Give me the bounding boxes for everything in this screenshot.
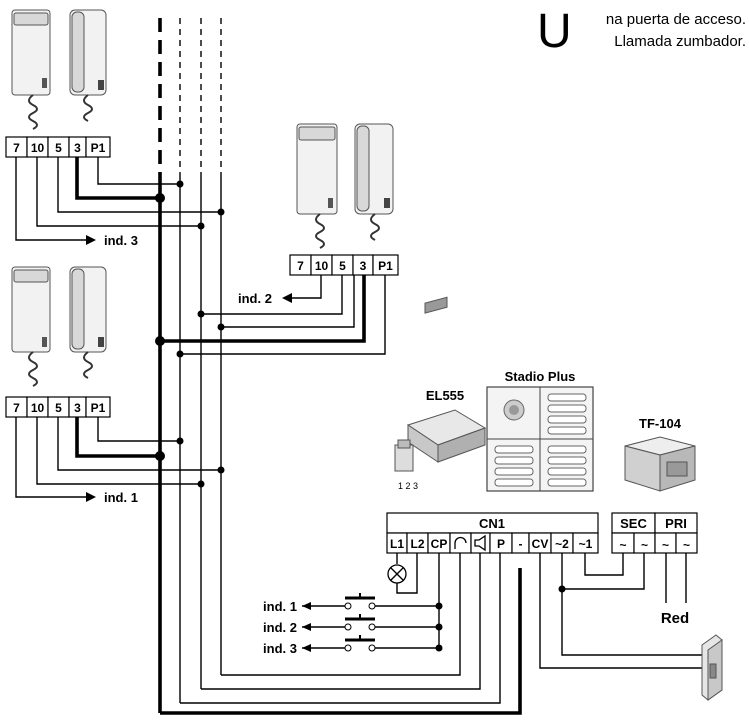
transformer-terminal-label: ~ [683, 538, 690, 552]
terminal-label: 7 [13, 401, 20, 415]
transformer-pri-label: PRI [665, 516, 687, 531]
arrow-label-ind-1: ind. 1 [104, 490, 138, 505]
stadio-plus-panel: Stadio Plus [486, 369, 594, 492]
camera-speaker-icon [503, 399, 525, 421]
cn1-title: CN1 [479, 516, 505, 531]
arrow-label-ind-3: ind. 3 [104, 233, 138, 248]
terminal-label: 7 [297, 259, 304, 273]
terminal-label: 10 [315, 259, 329, 273]
transformer-sec-label: SEC [620, 516, 647, 531]
terminal-label: 3 [360, 259, 367, 273]
monitor-unit-top-left: 7 10 5 3 P1 ind. 3 [5, 9, 221, 248]
handset-phone-icon [354, 123, 394, 241]
terminal-label: 3 [74, 141, 81, 155]
arrow-label-ind-2: ind. 2 [238, 291, 272, 306]
tf104-label: TF-104 [639, 416, 682, 431]
bus-to-cn1 [160, 553, 522, 715]
el555-audio-module: EL555 1 2 3 [394, 296, 487, 491]
heading-line-1: na puerta de acceso. [606, 11, 746, 28]
mains-label: Red [661, 610, 689, 627]
handset-phone-icon [69, 9, 107, 122]
terminal-label: 10 [31, 401, 45, 415]
loudspeaker-icon [474, 534, 486, 552]
lamp-icon [387, 564, 407, 584]
tf104-transformer: TF-104 [624, 416, 696, 492]
terminal-label: P1 [378, 259, 393, 273]
video-monitor-icon [11, 9, 51, 130]
door-lock-icon [701, 634, 723, 701]
microphone-icon [454, 536, 467, 549]
video-monitor-icon [296, 123, 338, 249]
lamp-circuit [387, 553, 418, 594]
push-button-icon [344, 635, 376, 652]
cn1-terminal-label: CP [431, 537, 448, 551]
cn1-terminal-label: CV [532, 537, 549, 551]
call-push-buttons: ind. 1 ind. 2 ind. 3 [263, 553, 443, 656]
terminal-label: 5 [55, 401, 62, 415]
terminal-strip: 7 10 5 3 P1 [5, 136, 111, 158]
terminal-strip: 7 10 5 3 P1 [289, 254, 399, 276]
power-wiring [539, 553, 702, 669]
bus-risers [158, 18, 222, 713]
push-button-icon [344, 593, 376, 610]
transformer-terminal-block: SEC PRI ~ ~ ~ ~ Red [611, 512, 698, 627]
button-label-ind-3: ind. 3 [263, 641, 297, 656]
cn1-terminal-label: ~2 [555, 537, 569, 551]
monitor-unit-middle-right: 7 10 5 3 P1 ind. 2 [160, 123, 399, 355]
cn1-terminal-label: - [519, 537, 523, 551]
button-label-ind-2: ind. 2 [263, 620, 297, 635]
transformer-terminal-label: ~ [619, 538, 626, 552]
terminal-label: 10 [31, 141, 45, 155]
transformer-terminal-label: ~ [641, 538, 648, 552]
cn1-terminal-label: L2 [410, 537, 424, 551]
el555-pin-labels: 1 2 3 [398, 481, 418, 491]
cn1-terminal-label: L1 [390, 537, 404, 551]
heading-line-2: Llamada zumbador. [614, 33, 746, 50]
junction-dots [155, 180, 225, 488]
cn1-terminals: L1 L2 CP P - CV ~2 ~1 [386, 532, 599, 554]
handset-phone-icon [69, 266, 107, 379]
button-label-ind-1: ind. 1 [263, 599, 297, 614]
terminal-label: P1 [91, 141, 106, 155]
cn1-terminal-label: ~1 [579, 537, 593, 551]
cn1-terminal-label: P [497, 537, 505, 551]
terminal-label: 5 [55, 141, 62, 155]
terminal-label: 7 [13, 141, 20, 155]
cn1-connector: CN1 L1 L2 CP P - CV ~2 ~1 [386, 512, 599, 554]
heading-initial: U [537, 5, 572, 58]
terminal-label: 5 [339, 259, 346, 273]
video-monitor-icon [11, 266, 51, 387]
terminal-label: 3 [74, 401, 81, 415]
heading: U na puerta de acceso. Llamada zumbador. [537, 5, 746, 58]
transformer-terminal-label: ~ [662, 538, 669, 552]
monitor-unit-bottom-left: 7 10 5 3 P1 ind. 1 [5, 266, 221, 505]
stadio-plus-label: Stadio Plus [505, 369, 576, 384]
call-buttons [494, 393, 587, 487]
terminal-label: P1 [91, 401, 106, 415]
push-button-icon [344, 614, 376, 631]
el555-label: EL555 [426, 388, 464, 403]
terminal-strip: 7 10 5 3 P1 [5, 396, 111, 418]
